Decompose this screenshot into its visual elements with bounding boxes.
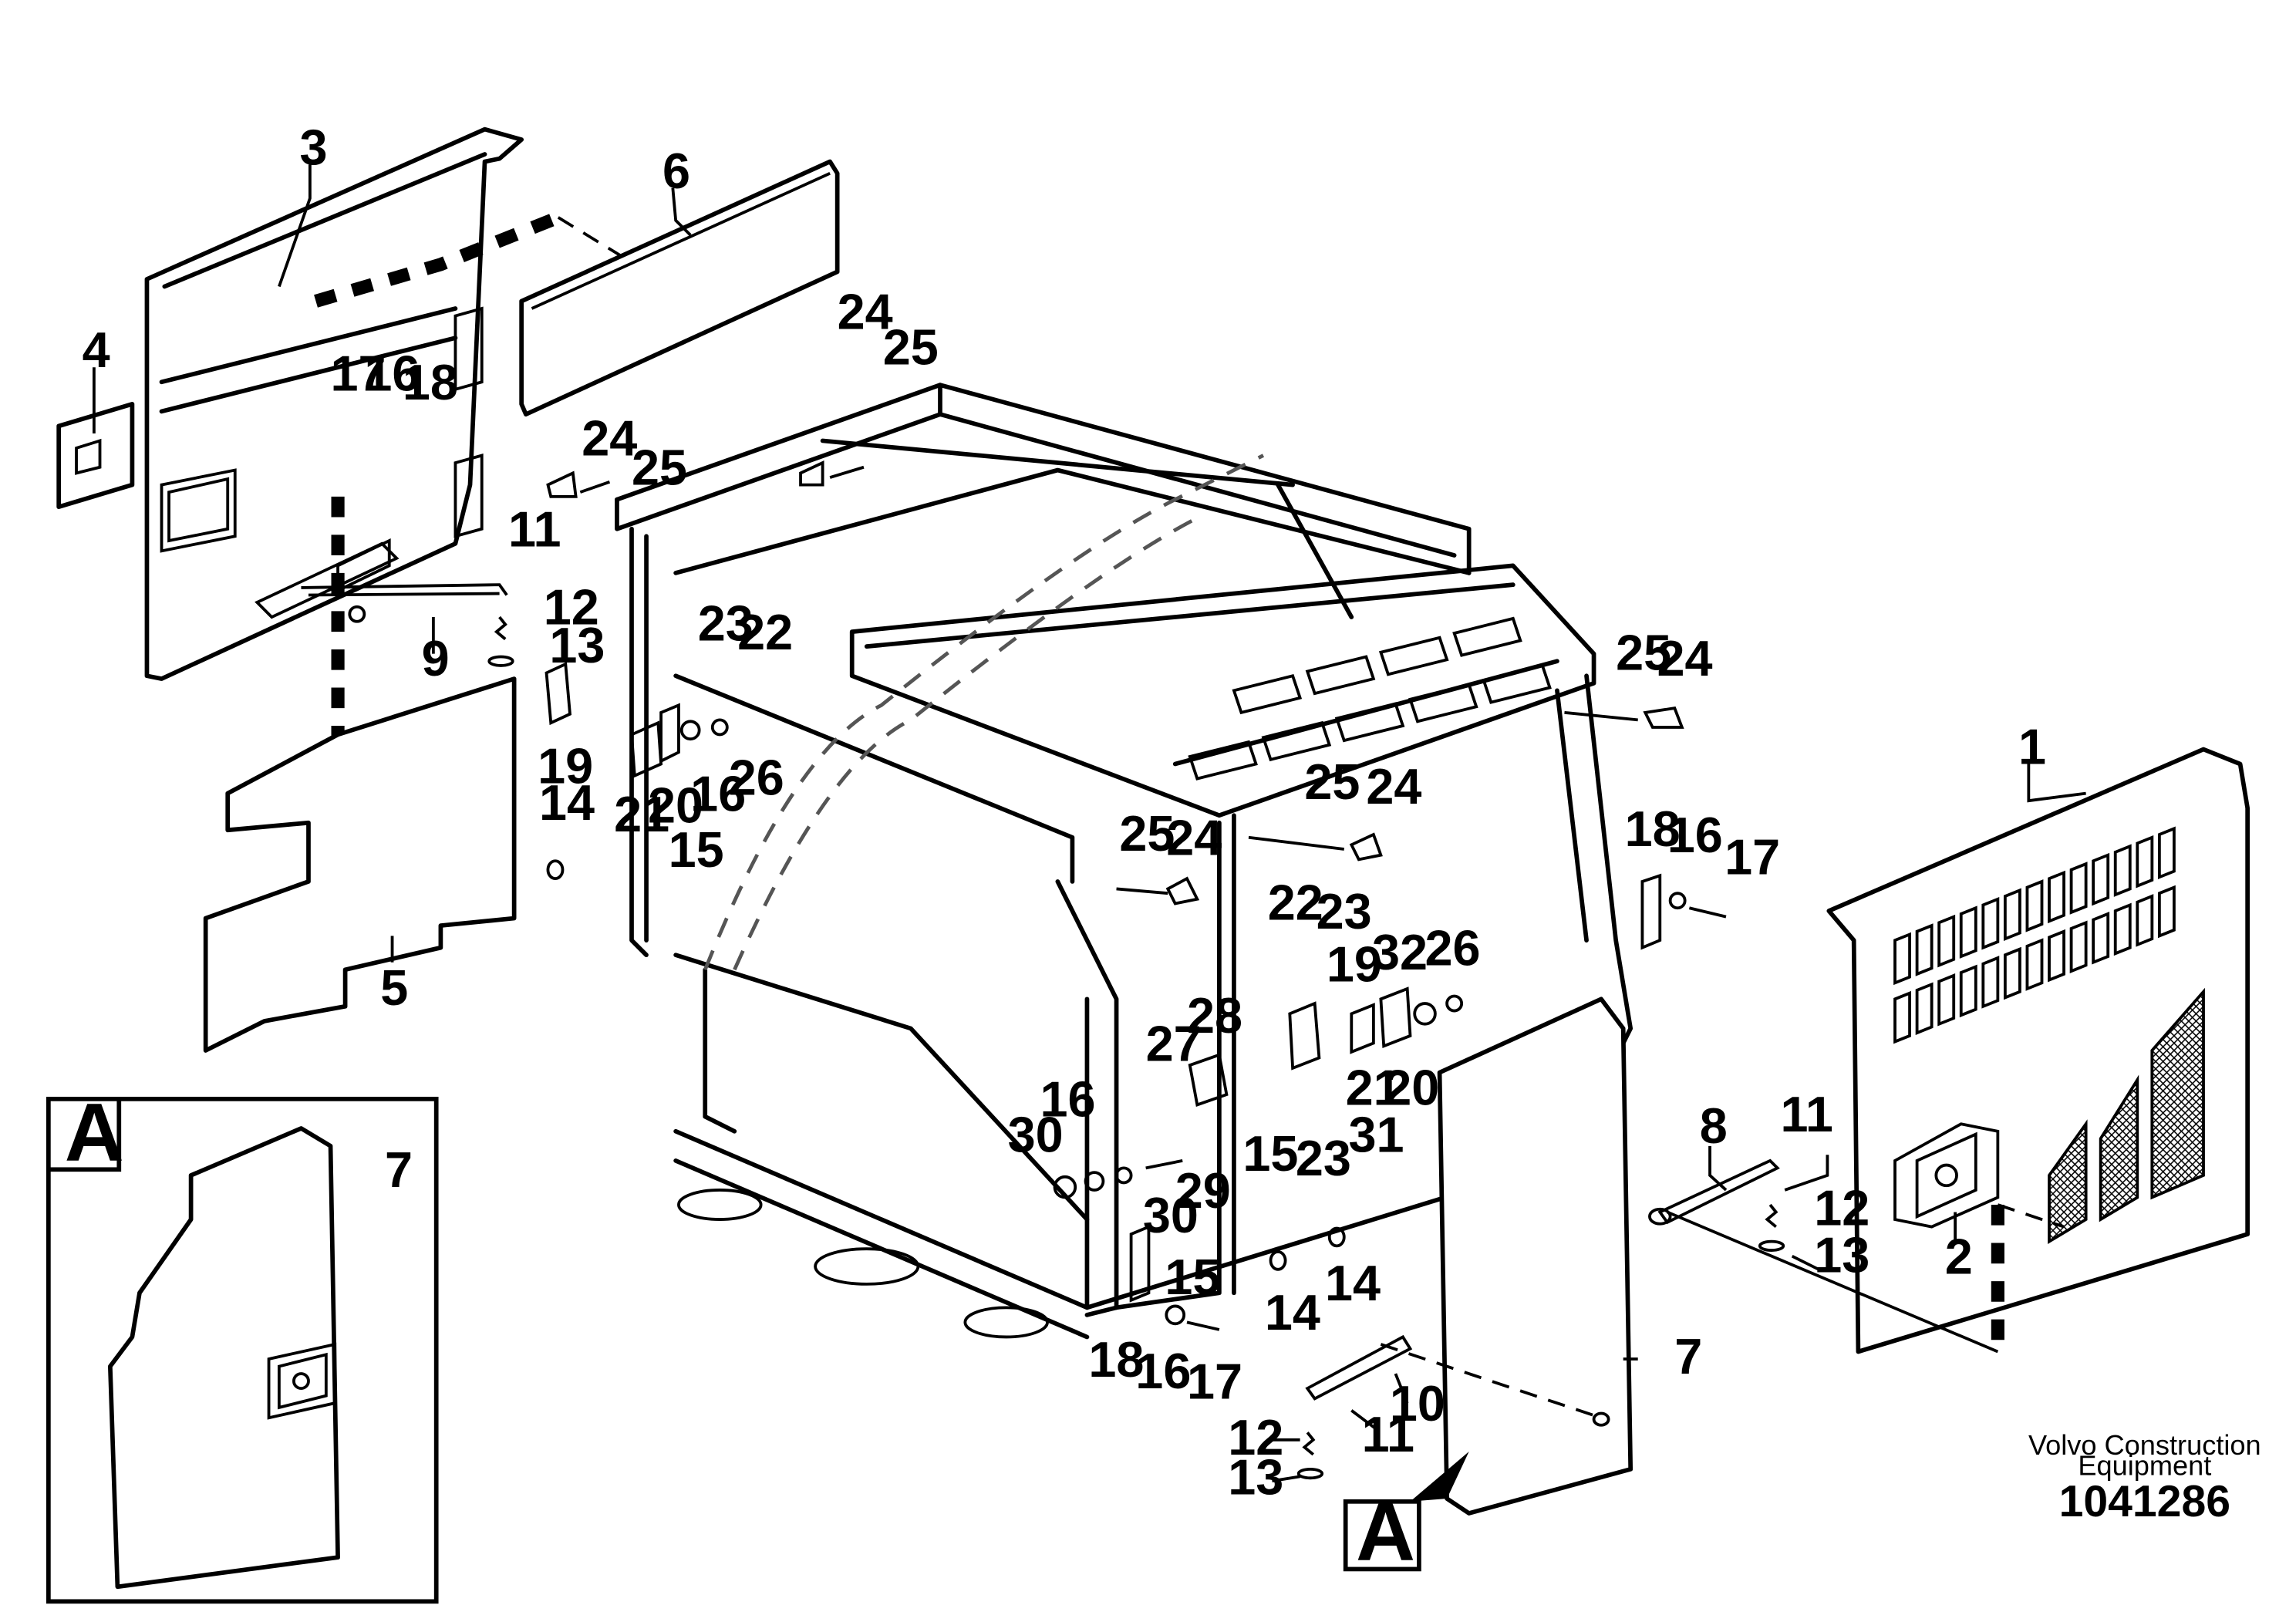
alignment-hatch-line xyxy=(314,211,561,308)
callout-14-a: 14 xyxy=(539,774,595,831)
callout-24-a: 24 xyxy=(838,284,893,340)
callout-7-detail: 7 xyxy=(385,1141,413,1198)
callout-3: 3 xyxy=(300,119,328,175)
detail-view-a xyxy=(46,1097,439,1604)
callout-4: 4 xyxy=(83,322,110,378)
callout-13-a: 13 xyxy=(549,617,605,673)
cab-frame xyxy=(615,383,1633,1340)
callout-25-a: 25 xyxy=(883,319,939,375)
callout-18-b: 18 xyxy=(1625,801,1681,857)
callout-15-a: 15 xyxy=(669,821,724,878)
callout-14-b: 14 xyxy=(1265,1284,1320,1340)
callout-5: 5 xyxy=(380,959,408,1016)
callout-25-d: 25 xyxy=(1304,754,1360,810)
callout-6: 6 xyxy=(663,143,690,199)
reference-number: 1041286 xyxy=(2059,1477,2230,1526)
callout-27: 27 xyxy=(1146,1015,1202,1071)
callout-15-c: 15 xyxy=(1165,1249,1220,1305)
callout-13-b: 13 xyxy=(1814,1227,1870,1283)
callout-7-main: 7 xyxy=(1674,1328,1702,1384)
callout-23-b: 23 xyxy=(1317,883,1372,939)
callout-20-b: 20 xyxy=(1384,1059,1439,1115)
callout-30-b: 30 xyxy=(1143,1187,1199,1243)
callout-23-c: 23 xyxy=(1296,1130,1351,1186)
callout-18-a: 18 xyxy=(403,354,458,410)
hardware-parts xyxy=(301,460,1785,1480)
callout-11-b: 11 xyxy=(1780,1086,1832,1142)
callout-17-c: 17 xyxy=(1187,1353,1242,1409)
callout-2: 2 xyxy=(1945,1229,1973,1285)
callout-21-a: 21 xyxy=(614,786,669,842)
callout-23-a: 23 xyxy=(698,595,754,652)
callout-16-c: 16 xyxy=(1667,807,1723,863)
callout-25-c: 25 xyxy=(1616,625,1671,681)
callout-19-a: 19 xyxy=(538,737,593,794)
callout-30-a: 30 xyxy=(1008,1106,1064,1162)
callout-11-c: 11 xyxy=(1362,1406,1414,1462)
callout-1: 1 xyxy=(2018,719,2046,775)
callout-19-b: 19 xyxy=(1327,936,1382,992)
callout-24-c: 24 xyxy=(1657,630,1712,686)
view-pointer-a xyxy=(1343,1452,1469,1572)
view-pointer-label: A xyxy=(1356,1485,1415,1578)
callout-24-e: 24 xyxy=(1166,810,1222,866)
callout-17-b: 17 xyxy=(1725,828,1780,885)
bracket-part-4 xyxy=(56,401,135,510)
brand-line-1: Volvo Construction xyxy=(2028,1429,2261,1461)
callout-25-b: 25 xyxy=(632,440,687,496)
roof-panel-6 xyxy=(519,159,840,417)
callout-26-b: 26 xyxy=(1425,920,1481,976)
door-panel-7 xyxy=(1437,996,1633,1516)
callout-12-b: 12 xyxy=(1814,1180,1870,1236)
callout-20-a: 20 xyxy=(648,777,703,834)
callout-22-a: 22 xyxy=(737,604,793,660)
callout-labels: 1 2 3 4 5 6 7 7 8 9 10 11 11 11 12 12 12… xyxy=(83,119,2046,1505)
callout-16-a: 16 xyxy=(364,346,420,402)
callout-16-d: 16 xyxy=(1040,1071,1096,1128)
callout-10: 10 xyxy=(1390,1375,1445,1431)
leader-lines xyxy=(92,164,2086,1483)
callout-32: 32 xyxy=(1372,924,1428,980)
detail-view-label: A xyxy=(65,1086,124,1179)
callout-15-b: 15 xyxy=(1242,1125,1298,1182)
callout-8: 8 xyxy=(1700,1098,1728,1154)
callout-26-a: 26 xyxy=(729,750,784,806)
callout-16-e: 16 xyxy=(1135,1343,1191,1399)
callout-18-c: 18 xyxy=(1088,1331,1144,1388)
callout-9: 9 xyxy=(422,630,450,686)
brand-line-2: Equipment xyxy=(2078,1450,2211,1482)
callout-31: 31 xyxy=(1348,1106,1404,1162)
callout-21-b: 21 xyxy=(1346,1059,1401,1115)
callout-17-a: 17 xyxy=(331,346,386,402)
floor-panel-5 xyxy=(203,676,517,1053)
callout-24-d: 24 xyxy=(1366,758,1421,814)
callout-11-a: 11 xyxy=(508,501,561,558)
callout-28: 28 xyxy=(1187,987,1242,1044)
callout-14-c: 14 xyxy=(1325,1255,1381,1311)
callout-22-b: 22 xyxy=(1268,874,1323,930)
callout-12-c: 12 xyxy=(1228,1409,1283,1465)
callout-13-c: 13 xyxy=(1228,1448,1283,1505)
callout-29: 29 xyxy=(1175,1162,1231,1219)
callout-24-b: 24 xyxy=(582,410,637,467)
callout-16-b: 16 xyxy=(690,765,746,821)
side-panel-1 xyxy=(1826,747,2250,1354)
callout-25-e: 25 xyxy=(1119,805,1175,862)
left-door-panel-3 xyxy=(144,126,524,681)
callout-12-a: 12 xyxy=(544,579,599,636)
